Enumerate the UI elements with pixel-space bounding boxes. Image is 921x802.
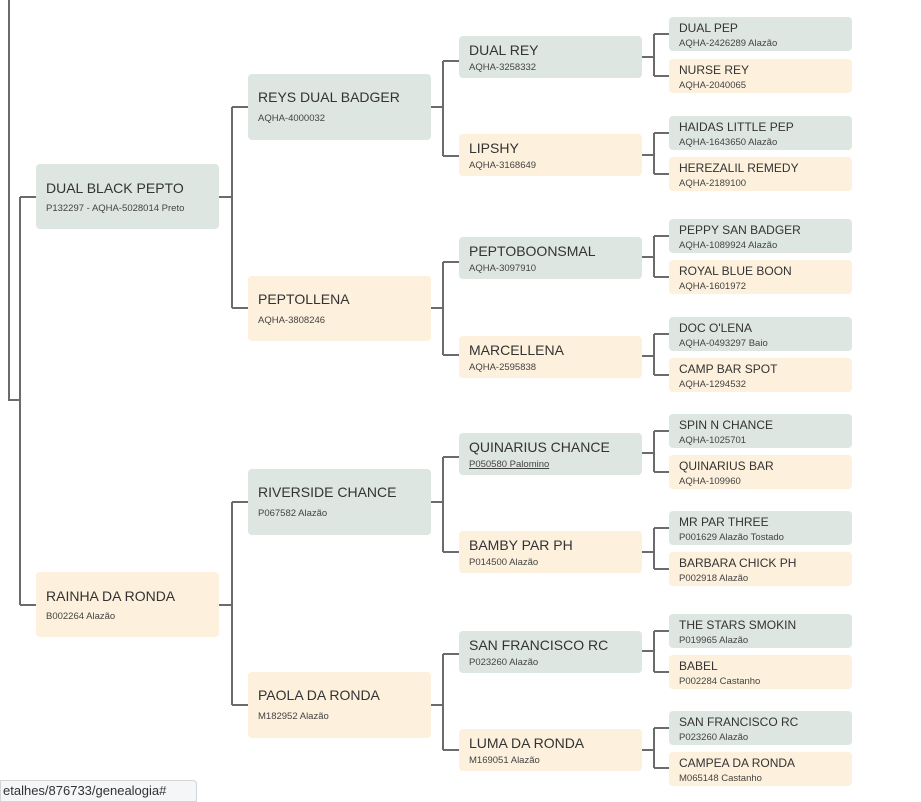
great-grandparent-card[interactable]: LIPSHY AQHA-3168649: [459, 134, 642, 176]
horse-name: PEPTOLLENA: [258, 291, 350, 307]
horse-registration: P023260 Alazão: [679, 732, 749, 743]
horse-registration: P132297 - AQHA-5028014 Preto: [46, 203, 185, 214]
great-great-grandparent-card[interactable]: PEPPY SAN BADGER AQHA-1089924 Alazão: [669, 219, 852, 253]
horse-name: HAIDAS LITTLE PEP: [679, 120, 794, 134]
great-grandparent-card[interactable]: BAMBY PAR PH P014500 Alazão: [459, 531, 642, 573]
horse-registration: P023260 Alazão: [469, 657, 539, 668]
grandparent-card[interactable]: PAOLA DA RONDA M182952 Alazão: [248, 672, 431, 738]
great-grandparent-card[interactable]: QUINARIUS CHANCE P050580 Palomino: [459, 433, 642, 475]
horse-name: DUAL PEP: [679, 21, 738, 35]
great-great-grandparent-card[interactable]: QUINARIUS BAR AQHA-109960: [669, 455, 852, 489]
horse-name: LUMA DA RONDA: [469, 735, 585, 751]
horse-name: PEPPY SAN BADGER: [679, 223, 801, 237]
horse-name: DOC O'LENA: [679, 321, 752, 335]
horse-registration: AQHA-1294532: [679, 379, 747, 390]
great-great-grandparent-card[interactable]: HEREZALIL REMEDY AQHA-2189100: [669, 157, 852, 191]
horse-registration: P067582 Alazão: [258, 508, 328, 519]
horse-name: MARCELLENA: [469, 342, 564, 358]
great-grandparent-card[interactable]: DUAL REY AQHA-3258332: [459, 36, 642, 78]
sire-card[interactable]: DUAL BLACK PEPTO P132297 - AQHA-5028014 …: [36, 164, 219, 229]
horse-name: HEREZALIL REMEDY: [679, 161, 799, 175]
horse-registration: AQHA-109960: [679, 476, 741, 487]
horse-name: CAMP BAR SPOT: [679, 362, 778, 376]
great-grandparent-card[interactable]: LUMA DA RONDA M169051 Alazão: [459, 729, 642, 771]
horse-name: SPIN N CHANCE: [679, 418, 774, 432]
horse-registration: AQHA-3097910: [469, 263, 537, 274]
horse-name: CAMPEA DA RONDA: [679, 756, 796, 770]
horse-registration: M182952 Alazão: [258, 711, 329, 722]
horse-registration: P002284 Castanho: [679, 676, 761, 687]
horse-name: QUINARIUS CHANCE: [469, 439, 610, 455]
horse-name: NURSE REY: [679, 63, 750, 77]
great-great-grandparent-card[interactable]: THE STARS SMOKIN P019965 Alazão: [669, 614, 852, 648]
horse-name: BARBARA CHICK PH: [679, 556, 797, 570]
horse-name: MR PAR THREE: [679, 515, 769, 529]
horse-registration: AQHA-3168649: [469, 160, 537, 171]
horse-registration-link[interactable]: P050580 Palomino: [469, 459, 550, 470]
great-great-grandparent-card[interactable]: ROYAL BLUE BOON AQHA-1601972: [669, 260, 852, 294]
great-great-grandparent-card[interactable]: CAMP BAR SPOT AQHA-1294532: [669, 358, 852, 392]
great-great-grandparent-card[interactable]: NURSE REY AQHA-2040065: [669, 59, 852, 93]
great-grandparent-card[interactable]: MARCELLENA AQHA-2595838: [459, 336, 642, 378]
horse-registration: AQHA-2040065: [679, 80, 747, 91]
horse-registration: AQHA-2189100: [679, 178, 747, 189]
horse-registration: P014500 Alazão: [469, 557, 539, 568]
horse-registration: M065148 Castanho: [679, 773, 762, 784]
horse-registration: P002918 Alazão: [679, 573, 749, 584]
horse-registration: AQHA-1089924 Alazão: [679, 240, 778, 251]
status-url-text: etalhes/876733/genealogia#: [3, 783, 167, 798]
horse-registration: M169051 Alazão: [469, 755, 540, 766]
great-great-grandparent-card[interactable]: DOC O'LENA AQHA-0493297 Baio: [669, 317, 852, 351]
horse-name: LIPSHY: [469, 140, 519, 156]
horse-registration: AQHA-4000032: [258, 113, 326, 124]
horse-name: QUINARIUS BAR: [679, 459, 774, 473]
horse-registration: AQHA-2595838: [469, 362, 537, 373]
horse-registration: AQHA-0493297 Baio: [679, 338, 768, 349]
dam-card[interactable]: RAINHA DA RONDA B002264 Alazão: [36, 572, 219, 637]
grandparent-card[interactable]: RIVERSIDE CHANCE P067582 Alazão: [248, 469, 431, 535]
horse-registration: AQHA-1643650 Alazão: [679, 137, 778, 148]
horse-registration: AQHA-2426289 Alazão: [679, 38, 778, 49]
horse-registration: AQHA-1025701: [679, 435, 747, 446]
great-great-grandparent-card[interactable]: SAN FRANCISCO RC P023260 Alazão: [669, 711, 852, 745]
great-great-grandparent-card[interactable]: BABEL P002284 Castanho: [669, 655, 852, 689]
horse-name: BABEL: [679, 659, 718, 673]
horse-name: PEPTOBOONSMAL: [469, 243, 596, 259]
horse-registration: P019965 Alazão: [679, 635, 749, 646]
great-great-grandparent-card[interactable]: DUAL PEP AQHA-2426289 Alazão: [669, 17, 852, 51]
horse-name: REYS DUAL BADGER: [258, 89, 400, 105]
horse-name: DUAL BLACK PEPTO: [46, 180, 184, 196]
horse-registration: B002264 Alazão: [46, 611, 116, 622]
horse-name: RIVERSIDE CHANCE: [258, 484, 397, 500]
great-great-grandparent-card[interactable]: SPIN N CHANCE AQHA-1025701: [669, 414, 852, 448]
great-great-grandparent-card[interactable]: MR PAR THREE P001629 Alazão Tostado: [669, 511, 852, 545]
great-great-grandparent-card[interactable]: BARBARA CHICK PH P002918 Alazão: [669, 552, 852, 586]
horse-name: BAMBY PAR PH: [469, 537, 573, 553]
horse-registration: AQHA-1601972: [679, 281, 747, 292]
great-grandparent-card[interactable]: PEPTOBOONSMAL AQHA-3097910: [459, 237, 642, 279]
horse-name: RAINHA DA RONDA: [46, 588, 176, 604]
horse-registration: AQHA-3258332: [469, 62, 537, 73]
grandparent-card[interactable]: REYS DUAL BADGER AQHA-4000032: [248, 74, 431, 140]
great-great-grandparent-card[interactable]: HAIDAS LITTLE PEP AQHA-1643650 Alazão: [669, 116, 852, 150]
horse-registration: AQHA-3808246: [258, 315, 326, 326]
horse-name: ROYAL BLUE BOON: [679, 264, 792, 278]
horse-registration: P001629 Alazão Tostado: [679, 532, 784, 543]
horse-name: PAOLA DA RONDA: [258, 687, 380, 703]
status-bar-url: etalhes/876733/genealogia#: [0, 780, 197, 802]
horse-name: SAN FRANCISCO RC: [679, 715, 799, 729]
horse-name: DUAL REY: [469, 42, 539, 58]
great-great-grandparent-card[interactable]: CAMPEA DA RONDA M065148 Castanho: [669, 752, 852, 786]
great-grandparent-card[interactable]: SAN FRANCISCO RC P023260 Alazão: [459, 631, 642, 673]
grandparent-card[interactable]: PEPTOLLENA AQHA-3808246: [248, 276, 431, 341]
horse-name: THE STARS SMOKIN: [679, 618, 797, 632]
horse-name: SAN FRANCISCO RC: [469, 637, 609, 653]
